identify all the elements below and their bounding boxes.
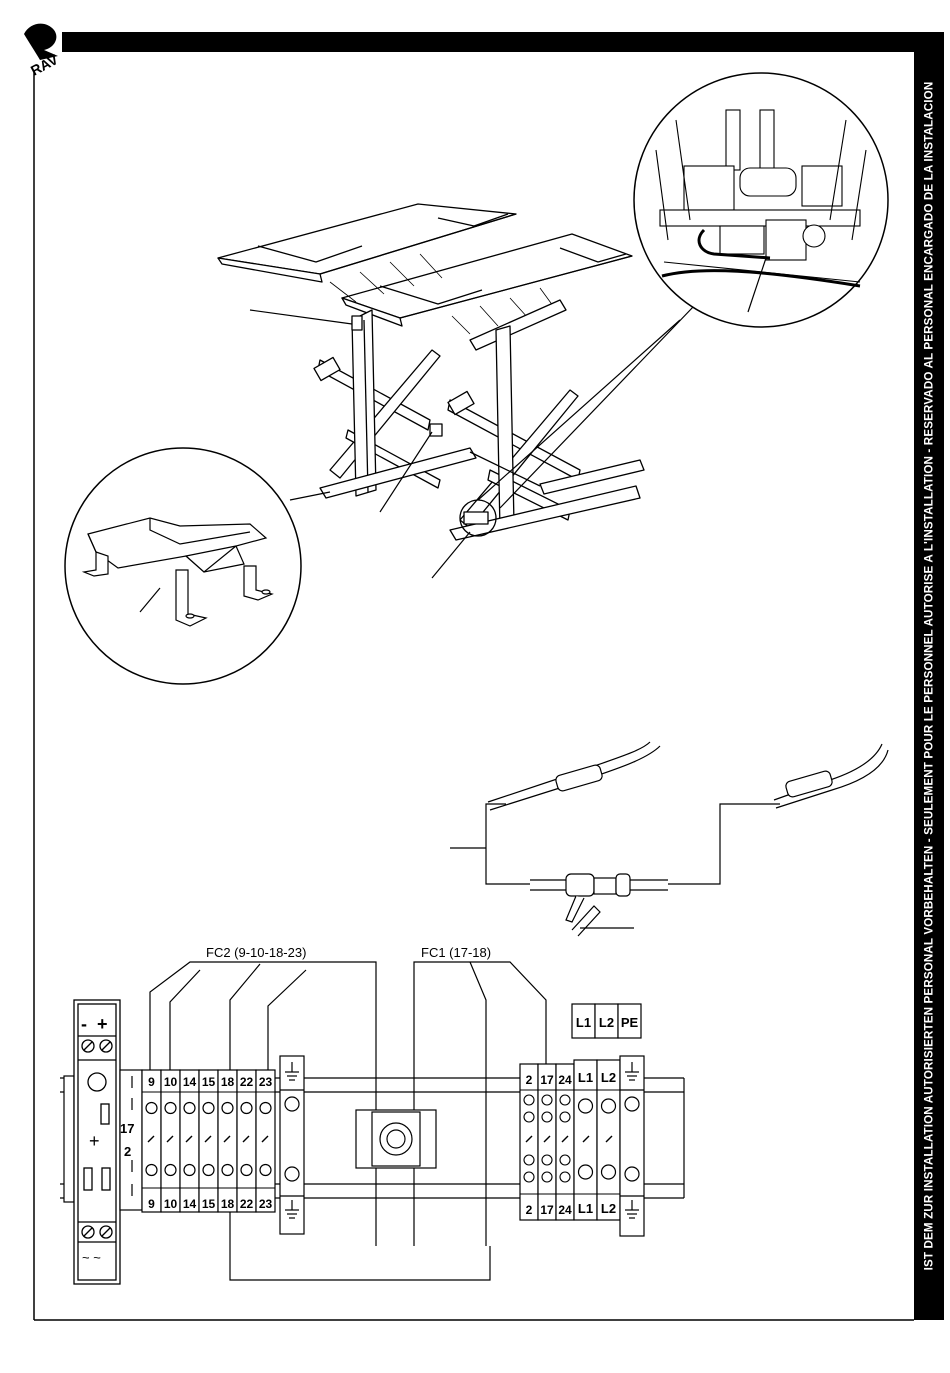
terminal-number-top: 17	[540, 1073, 554, 1087]
terminal-screw	[241, 1103, 252, 1114]
hydraulic-hose-detail	[450, 742, 888, 936]
terminal-screw	[524, 1095, 534, 1105]
lift-leader-lines	[250, 306, 694, 578]
terminal-number-bottom: 23	[259, 1197, 273, 1211]
terminal-screw	[241, 1165, 252, 1176]
terminal	[556, 1064, 574, 1220]
right-earth-terminal	[620, 1056, 644, 1236]
terminal-screw	[560, 1095, 570, 1105]
terminal-number-top: 23	[259, 1075, 273, 1089]
phase-label-top: L2	[601, 1070, 616, 1085]
terminal-screw	[524, 1112, 534, 1122]
terminal-screw	[542, 1112, 552, 1122]
terminal-number-top: 22	[240, 1075, 254, 1089]
terminal-screw	[602, 1165, 616, 1179]
terminal	[142, 1070, 161, 1212]
terminal-screw	[579, 1099, 593, 1113]
terminal-number-top: 18	[221, 1075, 235, 1089]
terminal-screw	[222, 1103, 233, 1114]
bridge-label-2: 2	[124, 1144, 131, 1159]
terminal-screw	[542, 1172, 552, 1182]
terminal-screw	[560, 1112, 570, 1122]
terminal	[520, 1064, 538, 1220]
terminal-number-bottom: 18	[221, 1197, 235, 1211]
terminal-screw	[184, 1103, 195, 1114]
terminal	[199, 1070, 218, 1212]
supply-terminal-labels: L1 L2 PE	[572, 1004, 641, 1038]
fc1-label: FC1 (17-18)	[421, 945, 491, 960]
terminal-number-bottom: 14	[183, 1197, 197, 1211]
terminal-screw	[260, 1103, 271, 1114]
terminal-screw	[560, 1155, 570, 1165]
terminal-screw	[146, 1165, 157, 1176]
terminal-screw	[524, 1155, 534, 1165]
terminal-screw	[602, 1099, 616, 1113]
terminal-screw	[203, 1165, 214, 1176]
terminal-number-top: 10	[164, 1075, 178, 1089]
supply-label: L2	[599, 1015, 614, 1030]
terminal-screw	[560, 1172, 570, 1182]
rail-clamp	[356, 1110, 436, 1168]
phase-label-bottom: L2	[601, 1201, 616, 1216]
phase-label-bottom: L1	[578, 1201, 593, 1216]
terminal	[161, 1070, 180, 1212]
terminal-number-bottom: 2	[526, 1203, 533, 1217]
terminal-number-top: 14	[183, 1075, 197, 1089]
wiring-diagram: FC2 (9-10-18-23) FC1 (17-18)	[60, 945, 684, 1284]
terminal	[538, 1064, 556, 1220]
terminal	[237, 1070, 256, 1212]
supply-label: PE	[621, 1015, 639, 1030]
terminal-number-bottom: 10	[164, 1197, 178, 1211]
left-earth-terminal	[280, 1056, 304, 1234]
bracket-detail-inset	[65, 448, 301, 684]
relay-minus-label: -	[81, 1014, 87, 1034]
terminal-screw	[579, 1165, 593, 1179]
scissor-lift-illustration	[218, 204, 644, 540]
terminal-screw	[146, 1103, 157, 1114]
terminal-number-top: 15	[202, 1075, 216, 1089]
hydraulic-detail-inset	[634, 73, 888, 327]
rav-logo: RAV	[24, 24, 61, 79]
terminal-screw	[184, 1165, 195, 1176]
supply-label: L1	[576, 1015, 591, 1030]
terminal-number-top: 2	[526, 1073, 533, 1087]
bridge-strip	[120, 1070, 142, 1210]
relay-mid-label: +	[89, 1131, 100, 1151]
terminal	[218, 1070, 237, 1212]
terminal-screw	[165, 1103, 176, 1114]
terminal-screw	[542, 1155, 552, 1165]
terminal-number-bottom: 15	[202, 1197, 216, 1211]
relay-ac-label: ~ ~	[82, 1250, 101, 1265]
left-terminal-block: 9 9 10 10 14 14 15 15 18 18 22 22 23 23	[142, 1070, 275, 1212]
fc2-label: FC2 (9-10-18-23)	[206, 945, 306, 960]
terminal-number-bottom: 22	[240, 1197, 254, 1211]
terminal-number-bottom: 9	[148, 1197, 155, 1211]
terminal-number-bottom: 17	[540, 1203, 554, 1217]
rav-logo-text: RAV	[28, 51, 61, 79]
terminal-screw	[260, 1165, 271, 1176]
terminal-number-top: 24	[558, 1073, 572, 1087]
bridge-label-17: 17	[120, 1121, 134, 1136]
relay-plus-label: +	[97, 1014, 108, 1034]
terminal-screw	[165, 1165, 176, 1176]
terminal-screw	[203, 1103, 214, 1114]
terminal-screw	[542, 1095, 552, 1105]
terminal-number-bottom: 24	[558, 1203, 572, 1217]
terminal-screw	[524, 1172, 534, 1182]
terminal	[256, 1070, 275, 1212]
terminal	[180, 1070, 199, 1212]
terminal-screw	[222, 1165, 233, 1176]
terminal-number-top: 9	[148, 1075, 155, 1089]
phase-label-top: L1	[578, 1070, 593, 1085]
